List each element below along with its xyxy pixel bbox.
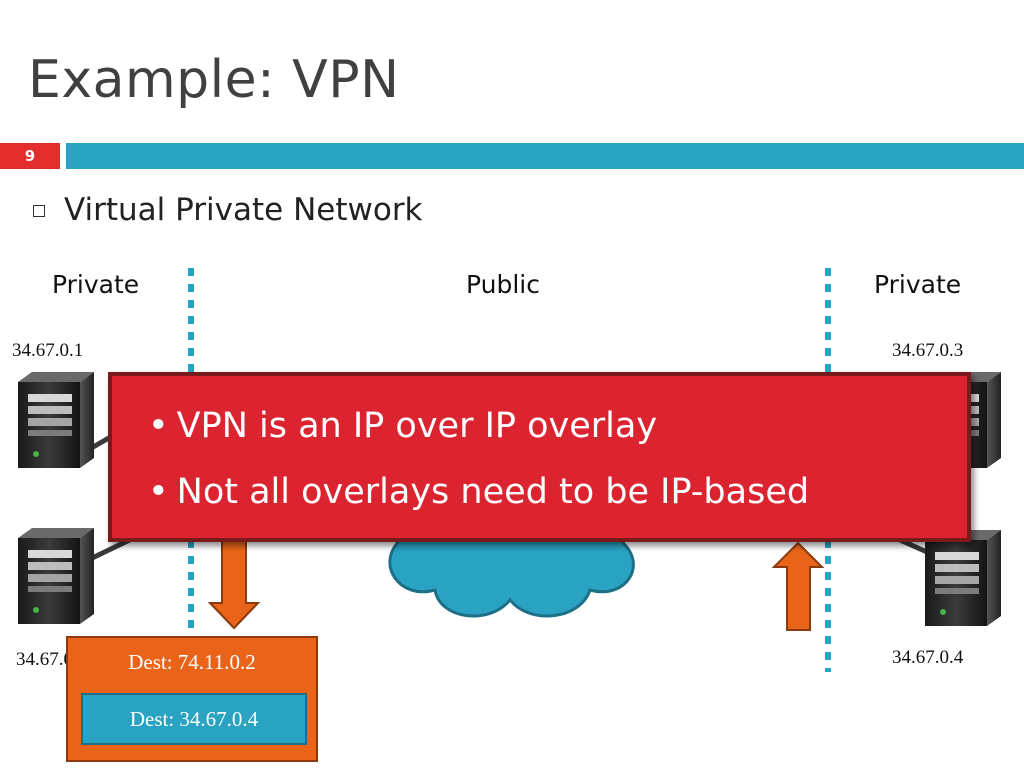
callout-item: •Not all overlays need to be IP-based [148,472,809,512]
bullet-dot-icon: • [148,406,169,446]
title-bar [66,143,1024,169]
server-icon [18,528,94,624]
bullet-text: Virtual Private Network [64,192,423,228]
outer-packet-dest: Dest: 74.11.0.2 [128,650,256,674]
bullet-square-icon [33,205,45,217]
ip-label-top-left: 34.67.0.1 [12,340,84,361]
arrow-up-icon [771,541,825,631]
bullet-dot-icon: • [148,472,169,512]
callout-item-text: Not all overlays need to be IP-based [176,472,810,512]
zone-label-left: Private [52,270,140,299]
callout-item-text: VPN is an IP over IP overlay [176,406,658,446]
server-icon [925,530,1001,626]
inner-packet: Dest: 34.67.0.4 [81,693,307,745]
callout-item: •VPN is an IP over IP overlay [148,406,657,446]
arrow-down-icon [207,539,261,630]
zone-label-public: Public [466,270,540,299]
server-icon [18,372,94,468]
callout-box: •VPN is an IP over IP overlay •Not all o… [108,372,971,542]
slide-number: 9 [0,143,60,169]
slide-title: Example: VPN [28,50,400,110]
ip-label-top-right: 34.67.0.3 [892,340,964,361]
ip-label-bottom-right: 34.67.0.4 [892,647,964,668]
zone-label-right: Private [874,270,962,299]
outer-packet: Dest: 74.11.0.2 Dest: 34.67.0.4 [66,636,318,762]
